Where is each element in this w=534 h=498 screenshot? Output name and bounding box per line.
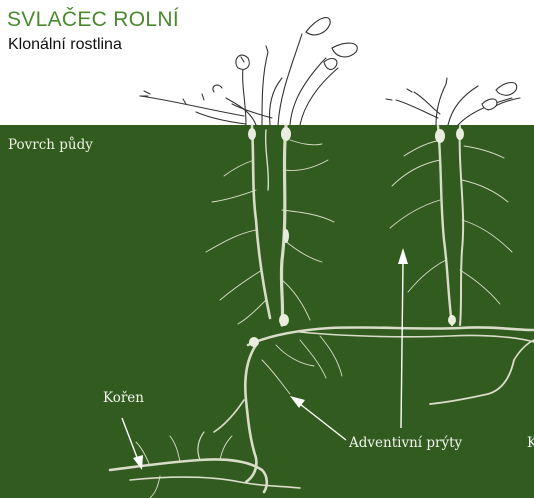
shoot-cluster-left: [140, 18, 357, 125]
soil-surface-label: Povrch půdy: [8, 137, 93, 153]
arrow-to-root: [122, 418, 138, 460]
arrow-to-shoot-left: [300, 404, 346, 440]
diagram-subtitle: Klonální rostlina: [8, 36, 122, 54]
arrowhead-shoot-right: [398, 248, 408, 264]
shoot-cluster-right: [386, 78, 520, 125]
root-system: [110, 126, 534, 498]
cut-off-label: K: [527, 435, 534, 451]
arrow-to-shoot-right: [401, 262, 403, 428]
adventitious-shoots-label: Adventivní prýty: [349, 435, 462, 451]
root-label: Kořen: [103, 390, 144, 406]
diagram-title: SVLAČEC ROLNÍ: [7, 8, 179, 32]
